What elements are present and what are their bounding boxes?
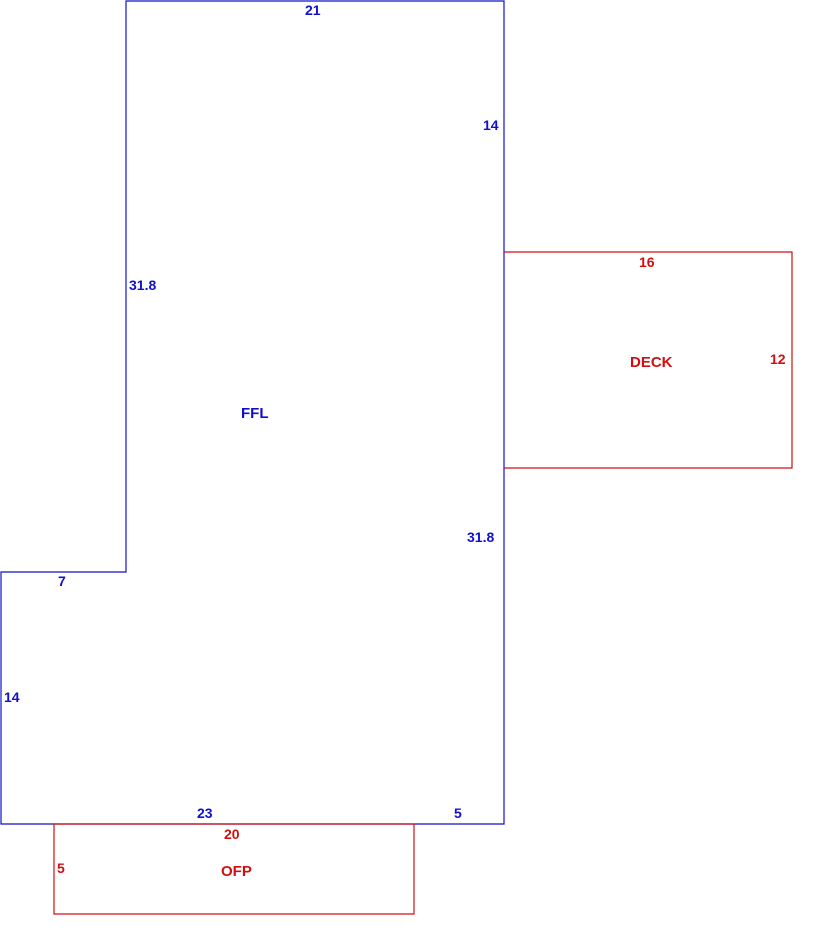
ffl-area-label: FFL xyxy=(241,405,269,422)
ofp-outline xyxy=(53,823,415,915)
ffl-dim-step: 7 xyxy=(58,573,66,589)
ffl-dim-right-lower: 31.8 xyxy=(467,529,494,545)
ofp-dim-left: 5 xyxy=(57,860,65,876)
ffl-outline xyxy=(0,0,505,825)
ofp-area-label: OFP xyxy=(221,863,252,880)
ffl-dim-bottom: 23 xyxy=(197,805,213,821)
deck-dim-right: 12 xyxy=(770,351,786,367)
ffl-dim-top: 21 xyxy=(305,2,321,18)
ffl-dim-left-lower: 14 xyxy=(4,689,20,705)
ffl-dim-right-upper: 14 xyxy=(483,117,499,133)
ffl-dim-bottom-right: 5 xyxy=(454,805,462,821)
ofp-dim-top: 20 xyxy=(224,826,240,842)
deck-area-label: DECK xyxy=(630,354,673,371)
deck-outline xyxy=(504,251,793,469)
deck-dim-top: 16 xyxy=(639,254,655,270)
ffl-dim-left-upper: 31.8 xyxy=(129,277,156,293)
